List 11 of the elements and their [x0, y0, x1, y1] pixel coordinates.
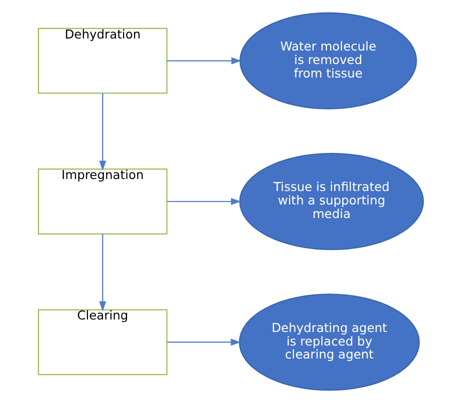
- node-box: Dehydration: [37, 28, 167, 94]
- arrow: [166, 338, 240, 346]
- node-ellipse: Tissue is infiltrated with a supporting media: [238, 152, 424, 250]
- arrow: [98, 234, 106, 312]
- node-ellipse: Dehydrating agent is replaced by clearing agent: [238, 294, 420, 391]
- node-box: Impregnation: [37, 168, 167, 234]
- arrow: [98, 93, 106, 171]
- node-ellipse: Water molecule is removed from tissue: [238, 12, 416, 110]
- arrow: [166, 198, 241, 206]
- node-box: Clearing: [37, 309, 167, 376]
- arrow: [166, 57, 241, 64]
